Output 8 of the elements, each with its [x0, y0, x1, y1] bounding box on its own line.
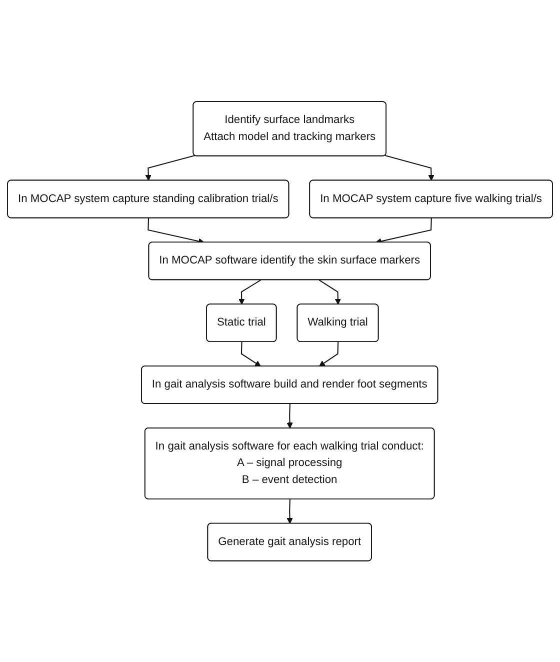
arrow [145, 154, 195, 181]
arrow [286, 404, 293, 428]
arrow [240, 342, 261, 366]
arrow [318, 279, 341, 304]
arrow [238, 279, 261, 304]
arrow [318, 342, 339, 366]
arrow [384, 154, 434, 181]
arrow [286, 499, 293, 524]
